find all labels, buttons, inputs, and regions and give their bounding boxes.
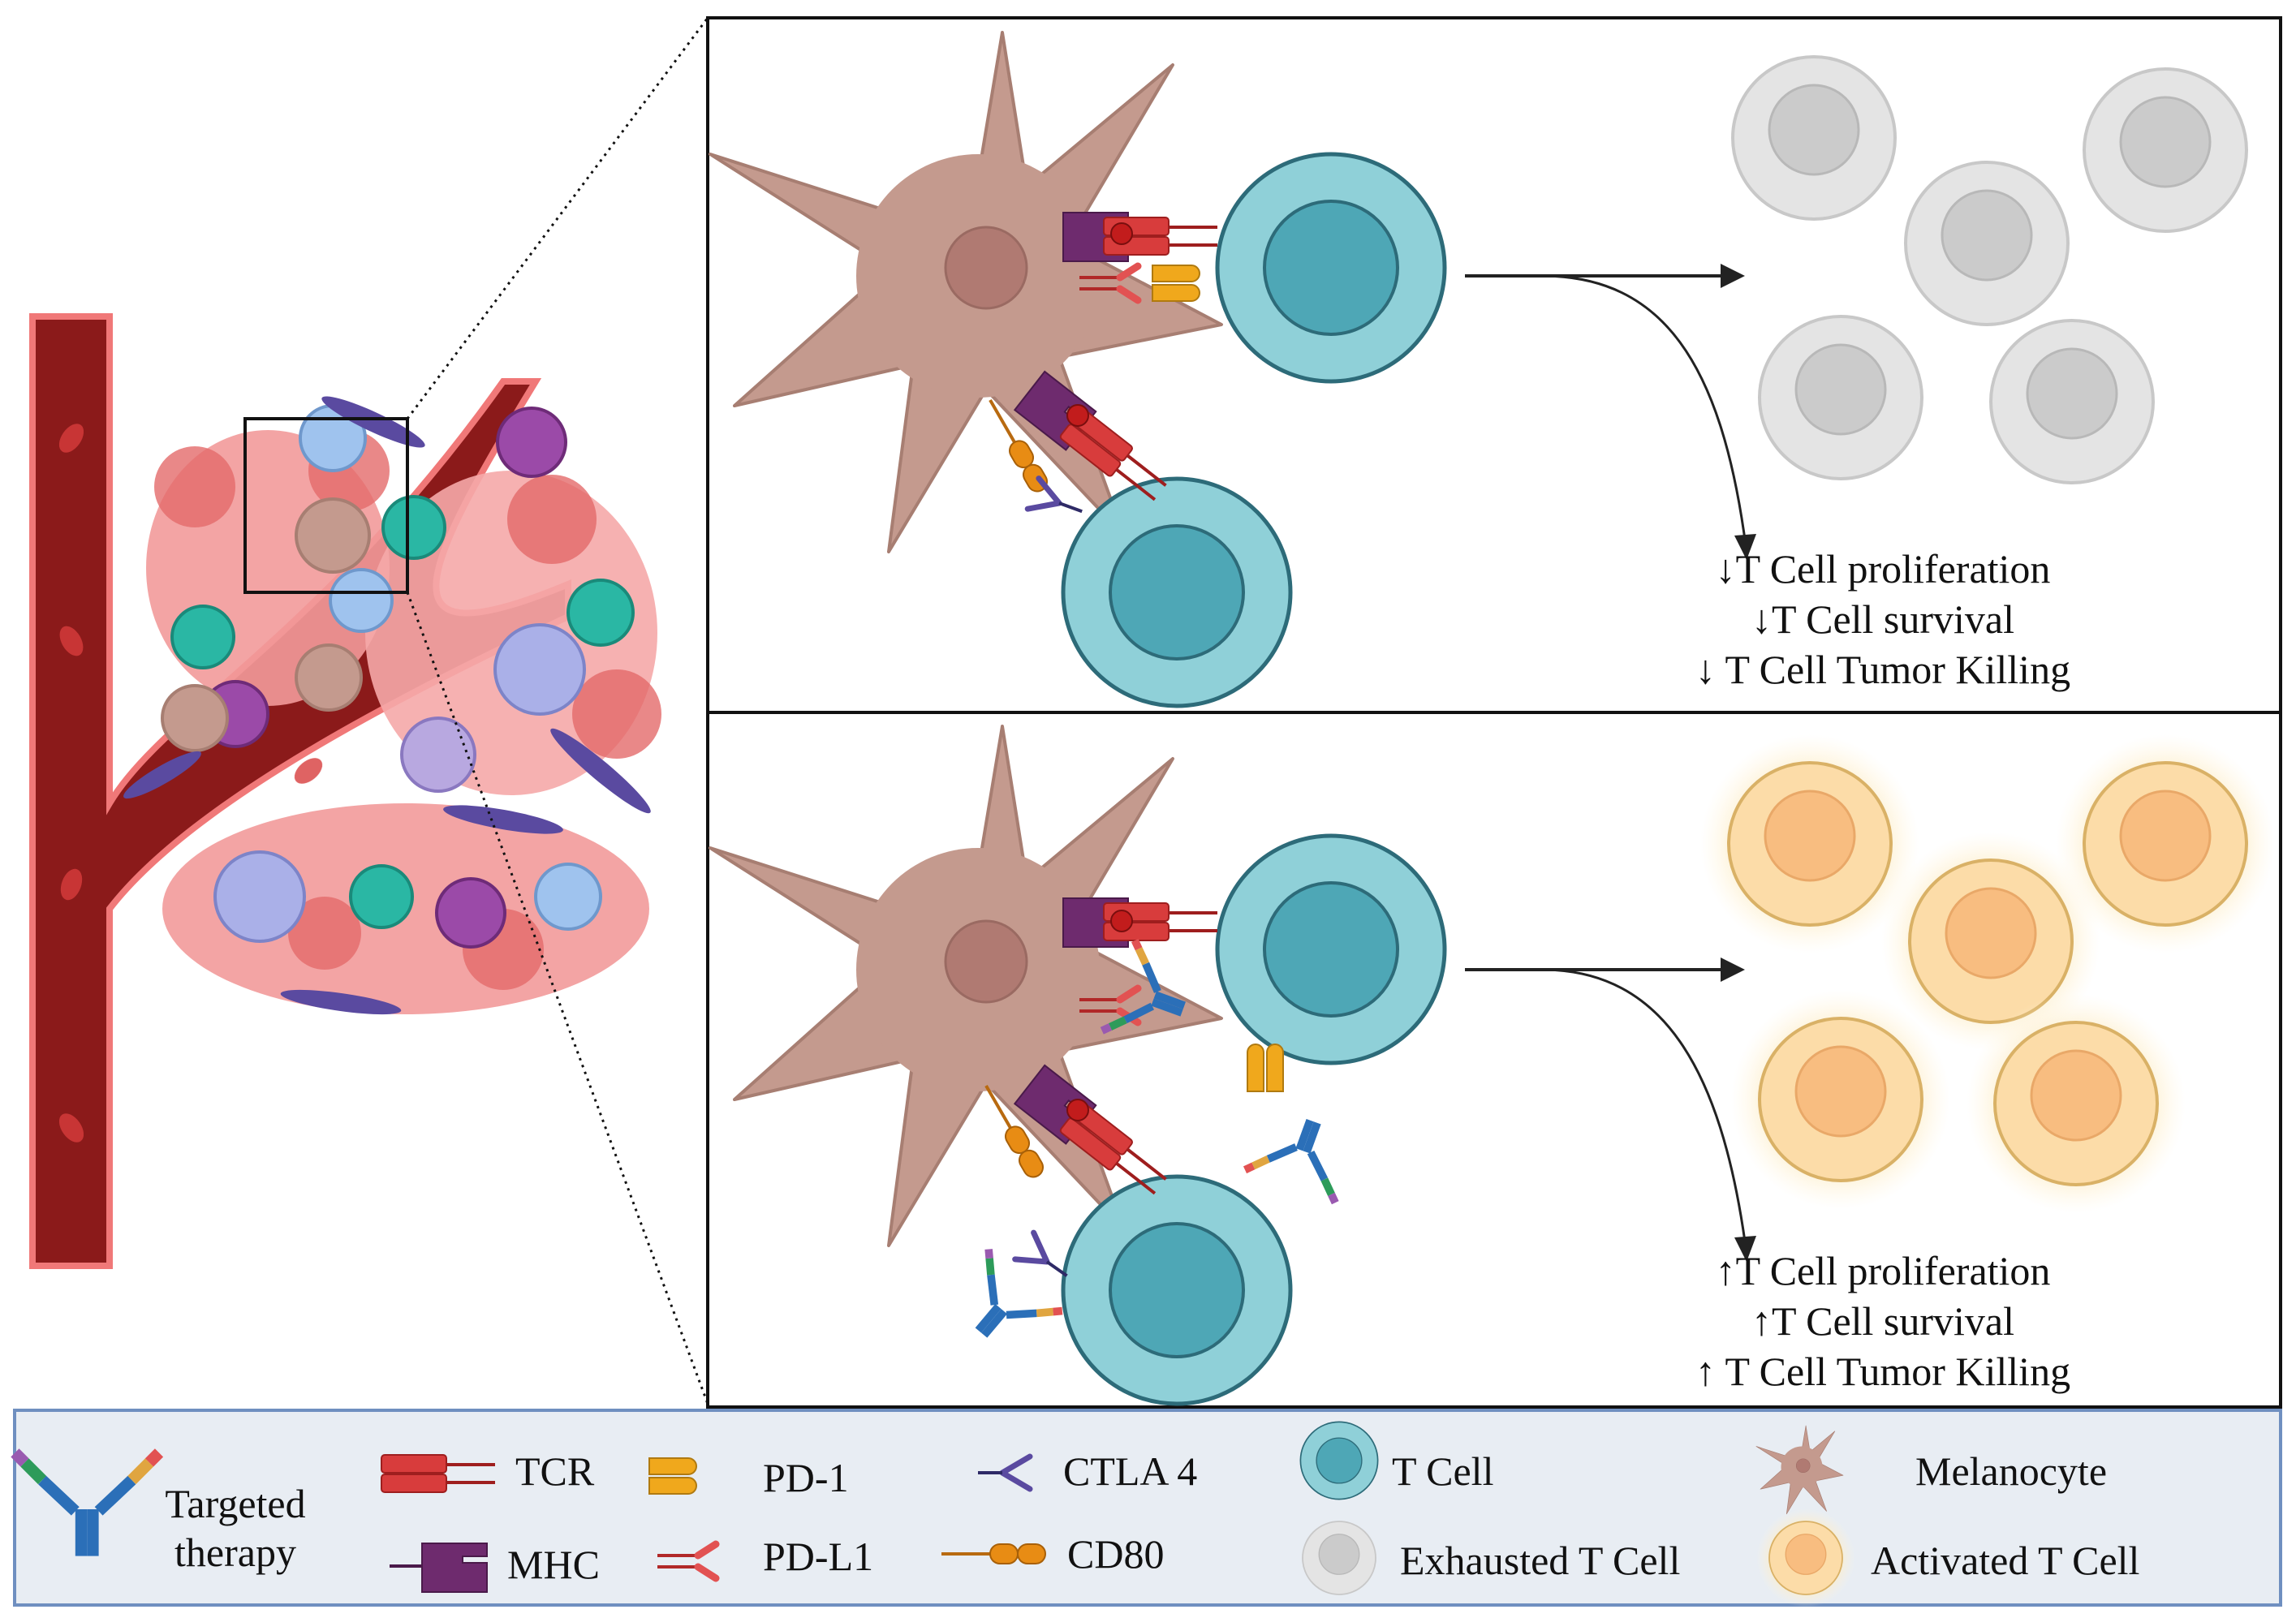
bottom-panel-cells <box>709 725 2277 1404</box>
exhausted-cell-3 <box>1904 161 2070 326</box>
activated-cell-5 <box>1965 992 2187 1215</box>
t-cell-legend-icon <box>1299 1421 1379 1500</box>
exhausted-cell-1 <box>1731 55 1897 221</box>
red-blood-cells <box>58 424 323 1142</box>
bottom-effect-2: ↑T Cell survival <box>1751 1298 2014 1344</box>
bottom-effect-1: ↑T Cell proliferation <box>1716 1248 2051 1293</box>
top-panel-effects: ↓T Cell proliferation ↓T Cell survival ↓… <box>1695 546 2070 692</box>
legend-pdl1: PD-L1 <box>763 1534 873 1579</box>
legend-targeted-therapy-1: Targeted <box>165 1481 305 1526</box>
legend-mhc: MHC <box>507 1542 600 1587</box>
bottom-panel-effects: ↑T Cell proliferation ↑T Cell survival ↑… <box>1695 1248 2070 1394</box>
mhc-legend-icon <box>421 1543 488 1593</box>
activated-cell-4 <box>1730 988 1952 1211</box>
top-effect-2: ↓T Cell survival <box>1751 596 2014 642</box>
immune-cells <box>123 396 651 1015</box>
legend-box <box>13 1409 2282 1607</box>
zoom-box <box>243 417 409 594</box>
legend-targeted-therapy-2: therapy <box>174 1530 296 1575</box>
activated-t-cell-legend-icon <box>1755 1508 1856 1608</box>
legend-t-cell: T Cell <box>1392 1448 1493 1494</box>
t-cell-top-1 <box>1217 154 1445 381</box>
exhausted-cell-4 <box>1758 315 1923 480</box>
bottom-effect-3: ↑ T Cell Tumor Killing <box>1695 1349 2070 1394</box>
zoom-line-top <box>406 17 709 420</box>
legend-melanocyte: Melanocyte <box>1915 1448 2107 1494</box>
legend-cd80: CD80 <box>1067 1531 1164 1577</box>
exhausted-t-cell-legend-icon <box>1302 1521 1376 1595</box>
exhausted-cell-2 <box>2083 67 2248 233</box>
legend-tcr: TCR <box>515 1448 595 1494</box>
legend-exhausted-t-cell: Exhausted T Cell <box>1400 1538 1680 1583</box>
exhausted-cell-5 <box>1989 319 2155 484</box>
legend-activated-t-cell: Activated T Cell <box>1871 1538 2139 1583</box>
t-cell-bottom-1 <box>1217 836 1445 1063</box>
top-effect-3: ↓ T Cell Tumor Killing <box>1695 647 2070 692</box>
t-cell-bottom-2 <box>1063 1177 1290 1404</box>
legend-pd1: PD-1 <box>763 1455 849 1500</box>
t-cell-top-2 <box>1063 479 1290 706</box>
tumor-microenvironment-illustration <box>29 17 709 1405</box>
top-panel-cells <box>709 31 2248 706</box>
top-effect-1: ↓T Cell proliferation <box>1716 546 2051 592</box>
legend-ctla4: CTLA 4 <box>1063 1448 1197 1494</box>
zoom-line-bottom <box>406 592 709 1405</box>
legend: Targeted therapy TCR MHC PD-1 PD-L1 CTLA… <box>13 1409 2282 1608</box>
